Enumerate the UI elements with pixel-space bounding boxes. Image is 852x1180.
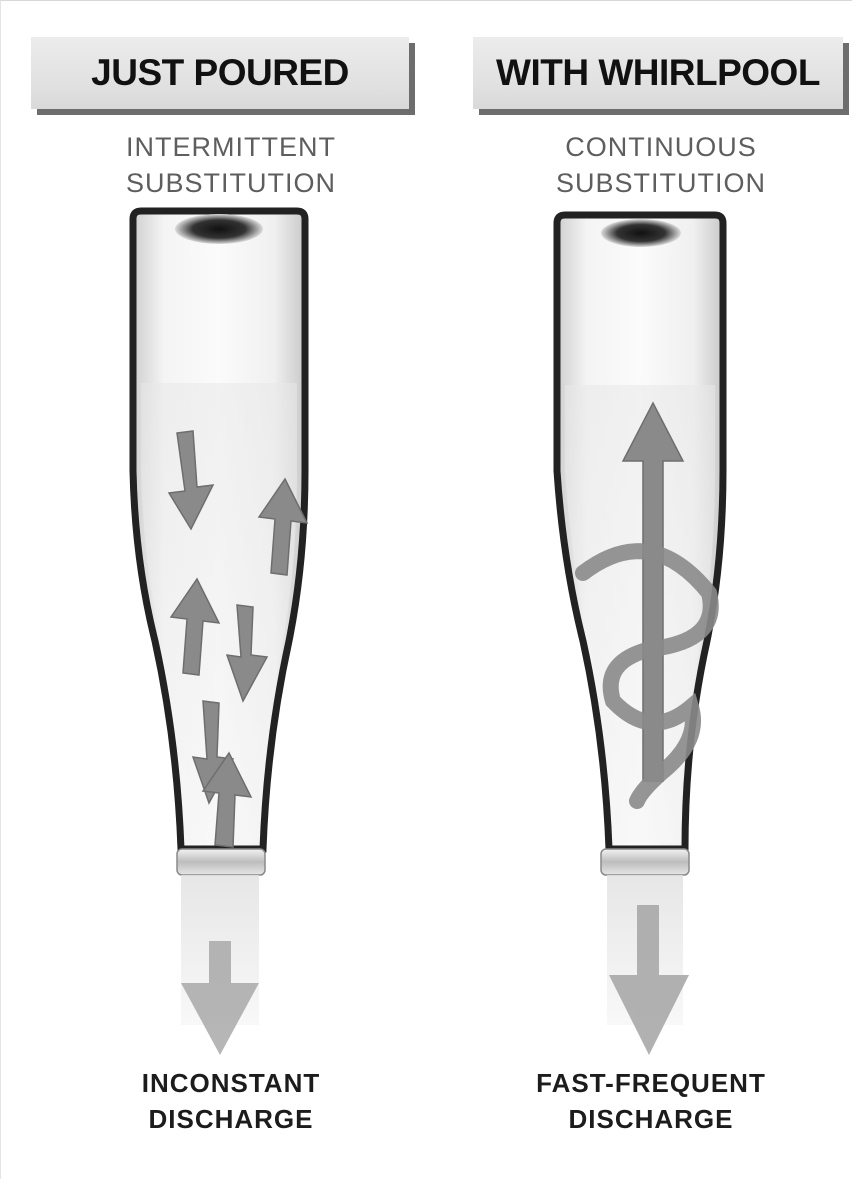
left-caption-line-2: DISCHARGE bbox=[61, 1101, 401, 1137]
with-whirlpool-bottle bbox=[557, 215, 723, 1055]
left-caption-line-1: INCONSTANT bbox=[61, 1065, 401, 1101]
left-bottle-mouth bbox=[175, 214, 263, 244]
right-caption-line-1: FAST-FREQUENT bbox=[461, 1065, 841, 1101]
right-caption: FAST-FREQUENT DISCHARGE bbox=[461, 1065, 841, 1137]
left-caption: INCONSTANT DISCHARGE bbox=[61, 1065, 401, 1137]
right-caption-line-2: DISCHARGE bbox=[461, 1101, 841, 1137]
right-bottle-neck-ring bbox=[601, 849, 689, 875]
right-bottle-mouth bbox=[601, 219, 681, 247]
just-poured-bottle bbox=[133, 211, 307, 1055]
left-bottle-neck-ring bbox=[177, 849, 265, 875]
